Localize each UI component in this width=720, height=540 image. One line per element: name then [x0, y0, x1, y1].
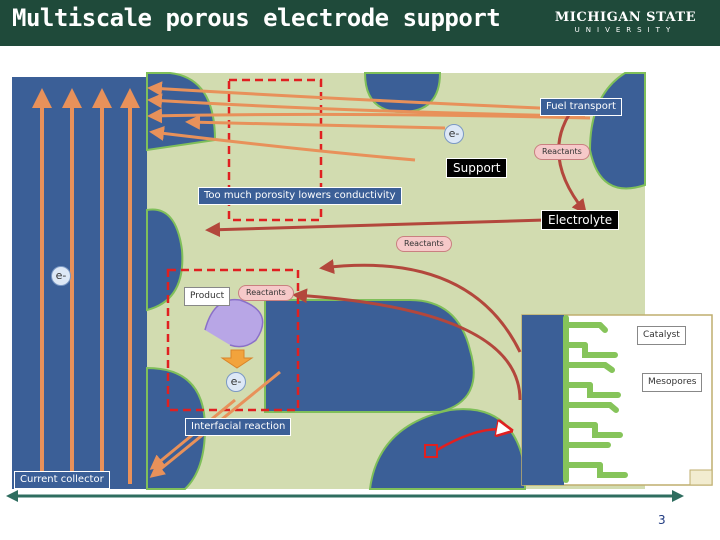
current-collector-label: Current collector [14, 471, 110, 489]
electron-icon-top: e- [444, 124, 464, 144]
title-bar [0, 0, 720, 46]
current-collector-slab [12, 77, 150, 489]
slide-title: Multiscale porous electrode support [12, 4, 501, 32]
university-logo: MICHIGAN STATE UNIVERSITY [555, 10, 696, 34]
electron-icon-reaction: e- [226, 372, 246, 392]
support-label: Support [446, 158, 508, 178]
electrolyte-label: Electrolyte [541, 210, 620, 230]
porosity-note-label: Too much porosity lowers conductivity [198, 187, 402, 205]
electron-icon-left: e- [51, 266, 71, 286]
reactants-label-top: Reactants [534, 144, 590, 160]
fuel-transport-label: Fuel transport [540, 98, 622, 116]
logo-line-2: UNIVERSITY [574, 26, 677, 34]
product-label: Product [184, 287, 231, 306]
scale-axis-left-head [6, 490, 18, 502]
support-particle-left [146, 208, 184, 312]
page-number: 3 [658, 513, 666, 527]
zoom-box-reaction [166, 268, 300, 412]
scale-axis-right-head [672, 490, 684, 502]
support-particle-middle [264, 299, 475, 413]
catalyst-label: Catalyst [637, 326, 686, 345]
logo-line-1: MICHIGAN STATE [554, 10, 696, 25]
reactants-label-reaction: Reactants [238, 285, 294, 301]
product-out-arrow [220, 349, 254, 369]
electron-current-arrows [32, 88, 140, 484]
zoom-callout-arrow [436, 429, 508, 452]
interfacial-reaction-label: Interfacial reaction [185, 418, 292, 436]
zoom-box-catalyst [424, 444, 438, 458]
reactants-label-middle: Reactants [396, 236, 452, 252]
mesopores-label: Mesopores [642, 373, 703, 392]
fuel-transport-arrows [147, 81, 591, 162]
